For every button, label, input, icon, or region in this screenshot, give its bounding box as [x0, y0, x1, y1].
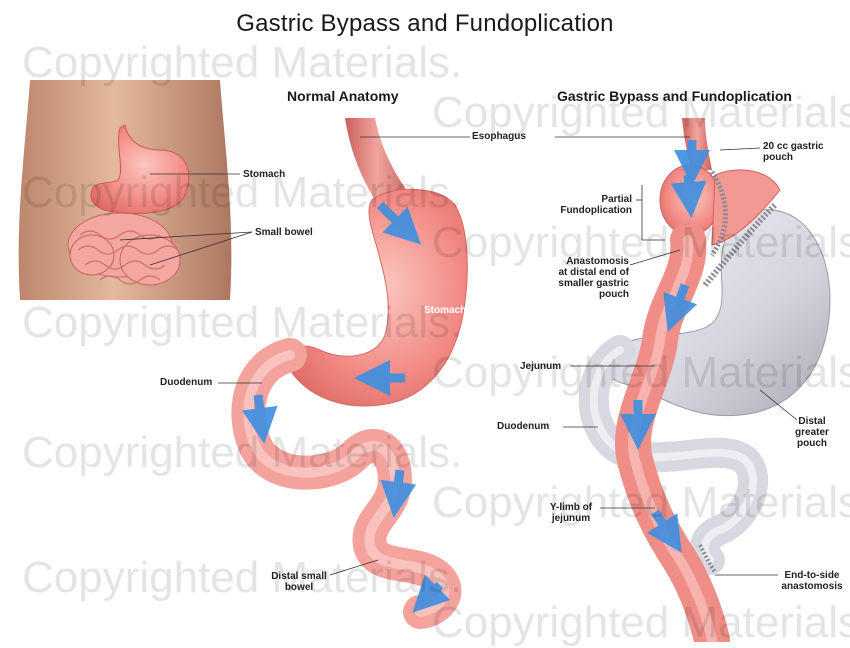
normal-anatomy-title: Normal Anatomy — [287, 88, 399, 104]
esophagus-label: Esophagus — [472, 131, 526, 142]
anastomosis-line-1: Anastomosis — [545, 256, 629, 267]
partial-fundoplication-label: Partial Fundoplication — [546, 194, 632, 216]
y-limb-line-1: Y-limb of — [542, 502, 600, 513]
gastric-pouch-label: 20 cc gastric pouch — [763, 141, 824, 163]
gastric-pouch-line-1: 20 cc gastric — [763, 141, 824, 152]
distal-greater-line-3: pouch — [788, 438, 836, 449]
distal-small-bowel-label: Distal small bowel — [268, 571, 330, 593]
jejunum-label: Jejunum — [520, 361, 561, 372]
normal-anatomy-illustration — [248, 118, 467, 612]
normal-stomach-label: Stomach — [424, 305, 466, 316]
normal-duodenum-label: Duodenum — [160, 377, 212, 388]
gastric-pouch-line-2: pouch — [763, 152, 824, 163]
bypass-title: Gastric Bypass and Fundoplication — [557, 88, 792, 104]
partial-fundoplication-line-1: Partial — [546, 194, 632, 205]
distal-small-bowel-line-2: bowel — [268, 582, 330, 593]
partial-fundoplication-line-2: Fundoplication — [546, 205, 632, 216]
anastomosis-line-2: at distal end of — [545, 267, 629, 278]
end-to-side-label: End-to-side anastomosis — [780, 570, 844, 592]
end-to-side-line-2: anastomosis — [780, 581, 844, 592]
bypass-duodenum-label: Duodenum — [497, 421, 549, 432]
torso-stomach-label: Stomach — [243, 169, 285, 180]
y-limb-line-2: jejunum — [542, 513, 600, 524]
y-limb-label: Y-limb of jejunum — [542, 502, 600, 524]
anastomosis-line-4: pouch — [545, 289, 629, 300]
distal-greater-line-1: Distal — [788, 416, 836, 427]
torso-small-bowel-label: Small bowel — [255, 227, 313, 238]
distal-greater-pouch-label: Distal greater pouch — [788, 416, 836, 449]
torso-illustration — [0, 80, 265, 360]
anastomosis-line-3: smaller gastric — [545, 278, 629, 289]
anastomosis-label: Anastomosis at distal end of smaller gas… — [545, 256, 629, 300]
distal-greater-line-2: greater — [788, 427, 836, 438]
distal-small-bowel-line-1: Distal small — [268, 571, 330, 582]
end-to-side-line-1: End-to-side — [780, 570, 844, 581]
